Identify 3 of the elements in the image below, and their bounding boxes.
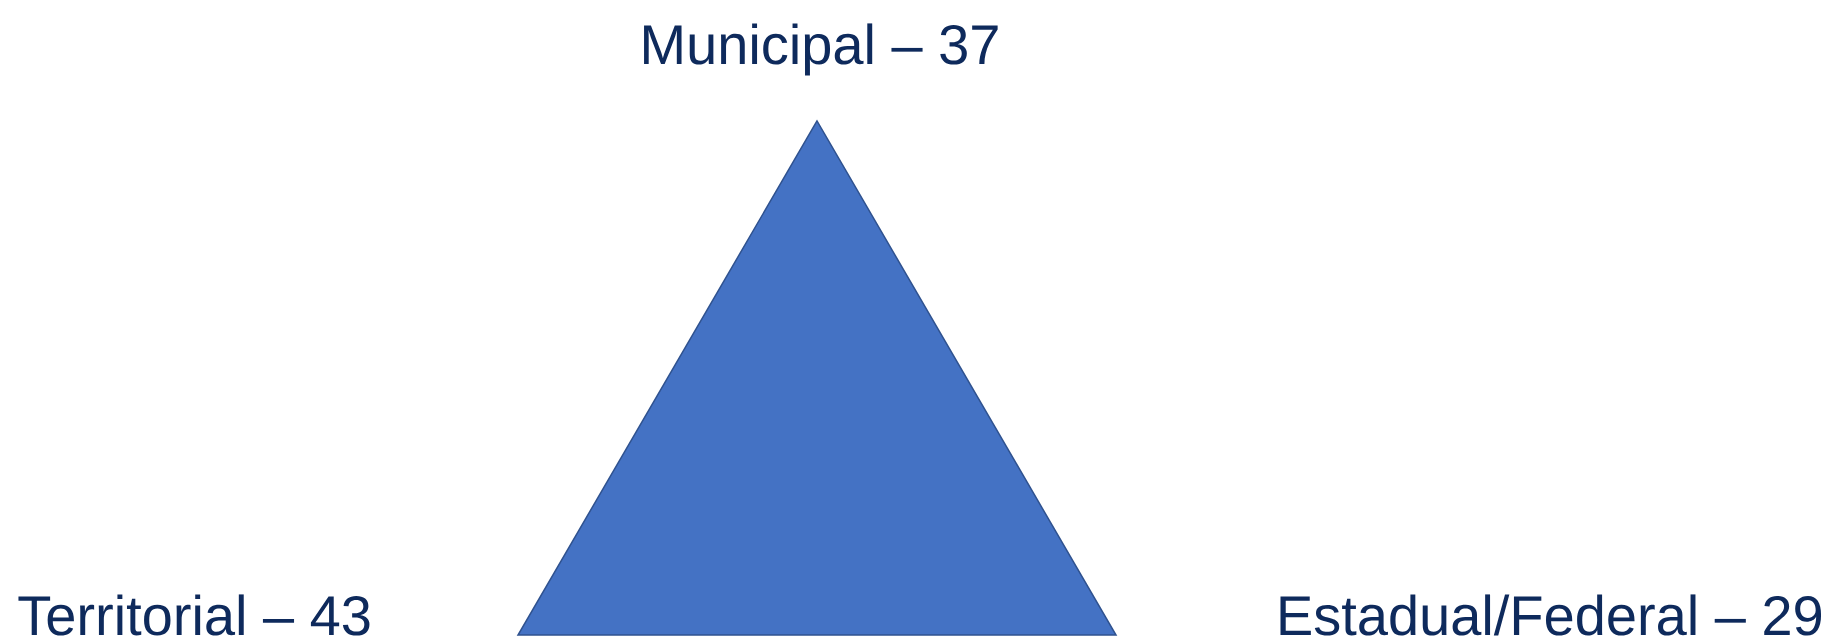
vertex-label: Municipal – 37: [644, 23, 998, 76]
vertex-label: Territorial – 43: [18, 594, 370, 636]
vertex-label: Estadual/Federal – 29: [1280, 594, 1822, 636]
